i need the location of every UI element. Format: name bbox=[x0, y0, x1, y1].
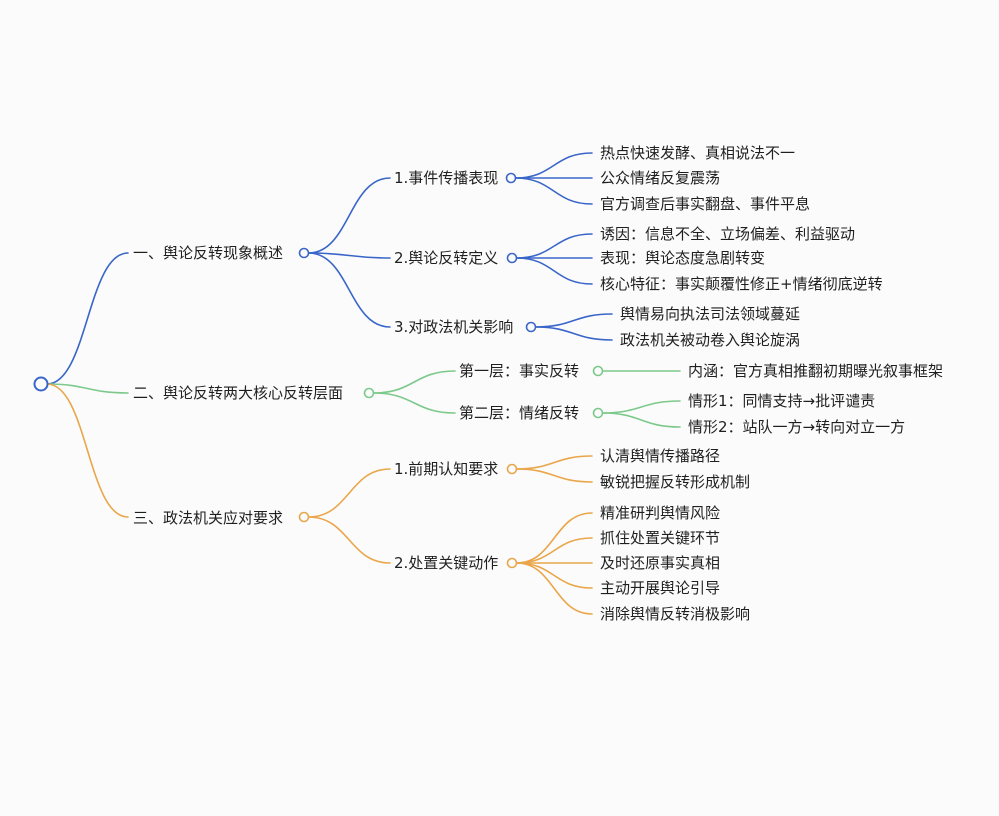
edge-branch-1-topic-3 bbox=[307, 252, 391, 328]
b2-t2-leaf-1[interactable]: 情形1：同情支持→批评谴责 bbox=[688, 392, 875, 410]
b3-topic-2[interactable]: 2.处置关键动作 bbox=[394, 554, 498, 572]
edge-branch-3-topic-2 bbox=[307, 516, 391, 564]
b2-topic-1-node[interactable] bbox=[592, 365, 604, 377]
b1-t1-leaf-3[interactable]: 官方调查后事实翻盘、事件平息 bbox=[600, 195, 810, 213]
edge-b1-t2-leaf-1 bbox=[515, 233, 593, 259]
edge-b3-t2-leaf-1 bbox=[515, 512, 593, 564]
b1-t3-leaf-1[interactable]: 舆情易向执法司法领域蔓延 bbox=[620, 305, 800, 323]
root-node[interactable] bbox=[33, 376, 49, 392]
branch-3-node[interactable] bbox=[298, 511, 310, 523]
edge-root-to-branch-2 bbox=[46, 383, 129, 394]
branch-1-label[interactable]: 一、舆论反转现象概述 bbox=[133, 244, 283, 262]
edge-b1-t2-leaf-3 bbox=[515, 257, 593, 285]
b3-topic-2-node[interactable] bbox=[506, 557, 518, 569]
edge-branch-3-topic-1 bbox=[307, 468, 391, 518]
b1-t3-leaf-2[interactable]: 政法机关被动卷入舆论旋涡 bbox=[620, 331, 800, 349]
b1-t2-leaf-1[interactable]: 诱因：信息不全、立场偏差、利益驱动 bbox=[600, 225, 855, 243]
edge-b1-t1-leaf-1 bbox=[514, 152, 593, 179]
b2-topic-2[interactable]: 第二层：情绪反转 bbox=[459, 404, 579, 422]
b1-topic-1[interactable]: 1.事件传播表现 bbox=[394, 169, 498, 187]
edge-branch-2-topic-1 bbox=[372, 370, 456, 394]
b1-topic-3[interactable]: 3.对政法机关影响 bbox=[394, 318, 513, 336]
b1-t2-leaf-2[interactable]: 表现：舆论态度急剧转变 bbox=[600, 249, 765, 267]
b3-t2-leaf-4[interactable]: 主动开展舆论引导 bbox=[600, 579, 720, 597]
edge-branch-1-topic-1 bbox=[307, 177, 391, 254]
edge-root-to-branch-1 bbox=[46, 252, 129, 385]
b3-t2-leaf-1[interactable]: 精准研判舆情风险 bbox=[600, 504, 720, 522]
b1-t2-leaf-3[interactable]: 核心特征：事实颠覆性修正+情绪彻底逆转 bbox=[600, 275, 883, 293]
edge-b1-t1-leaf-3 bbox=[514, 177, 593, 205]
edge-root-to-branch-3 bbox=[46, 383, 129, 518]
edge-b3-t2-leaf-4 bbox=[515, 562, 593, 589]
edge-branch-1-topic-2 bbox=[307, 252, 391, 259]
b2-t1-leaf-1[interactable]: 内涵：官方真相推翻初期曝光叙事框架 bbox=[688, 362, 943, 380]
edge-b1-t3-leaf-1 bbox=[534, 313, 613, 328]
b3-topic-1[interactable]: 1.前期认知要求 bbox=[394, 460, 498, 478]
branch-2-node[interactable] bbox=[363, 387, 375, 399]
b3-t2-leaf-5[interactable]: 消除舆情反转消极影响 bbox=[600, 605, 750, 623]
b3-t1-leaf-2[interactable]: 敏锐把握反转形成机制 bbox=[600, 473, 750, 491]
b1-t1-leaf-2[interactable]: 公众情绪反复震荡 bbox=[600, 169, 720, 187]
nodes: 一、舆论反转现象概述 二、舆论反转两大核心反转层面 三、政法机关应对要求 1.事… bbox=[33, 144, 943, 623]
branch-1-node[interactable] bbox=[298, 247, 310, 259]
b3-topic-1-node[interactable] bbox=[506, 463, 518, 475]
branch-3-label[interactable]: 三、政法机关应对要求 bbox=[133, 509, 283, 527]
b1-topic-3-node[interactable] bbox=[525, 321, 537, 333]
edge-b2-t2-leaf-2 bbox=[601, 412, 681, 428]
b1-topic-2-node[interactable] bbox=[506, 252, 518, 264]
b2-t2-leaf-2[interactable]: 情形2：站队一方→转向对立一方 bbox=[688, 418, 905, 436]
b1-topic-1-node[interactable] bbox=[505, 172, 517, 184]
edge-b3-t2-leaf-5 bbox=[515, 562, 593, 615]
edge-b3-t1-leaf-1 bbox=[515, 455, 593, 470]
b1-topic-2[interactable]: 2.舆论反转定义 bbox=[394, 249, 498, 267]
connector-lines bbox=[46, 152, 681, 615]
b3-t1-leaf-1[interactable]: 认清舆情传播路径 bbox=[600, 447, 720, 465]
branch-2-label[interactable]: 二、舆论反转两大核心反转层面 bbox=[133, 384, 343, 402]
edge-b1-t3-leaf-2 bbox=[534, 326, 613, 341]
b3-t2-leaf-3[interactable]: 及时还原事实真相 bbox=[600, 554, 720, 572]
b2-topic-2-node[interactable] bbox=[592, 407, 604, 419]
b3-t2-leaf-2[interactable]: 抓住处置关键环节 bbox=[600, 529, 720, 547]
b2-topic-1[interactable]: 第一层：事实反转 bbox=[459, 362, 579, 380]
edge-b3-t1-leaf-2 bbox=[515, 468, 593, 483]
b1-t1-leaf-1[interactable]: 热点快速发酵、真相说法不一 bbox=[600, 144, 795, 162]
edge-b3-t2-leaf-2 bbox=[515, 537, 593, 564]
edge-branch-2-topic-2 bbox=[372, 392, 456, 414]
edge-b2-t2-leaf-1 bbox=[601, 400, 681, 414]
